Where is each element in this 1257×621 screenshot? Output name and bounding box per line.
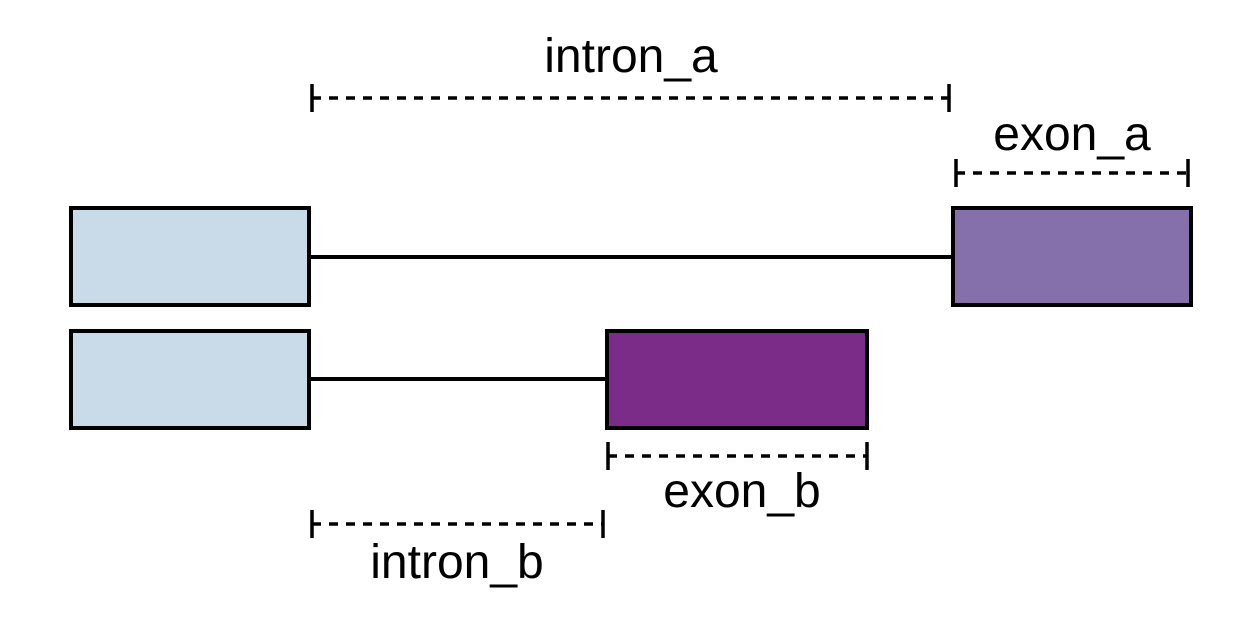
- exon-b-label: exon_b: [663, 465, 820, 518]
- intron-b-label: intron_b: [370, 536, 543, 589]
- intron-a-label: intron_a: [544, 30, 718, 83]
- exon-a-span: exon_a: [954, 108, 1190, 187]
- exon-a-label: exon_a: [993, 108, 1151, 161]
- exon-b-span: exon_b: [606, 442, 869, 518]
- exon-a-box: [951, 206, 1193, 307]
- transcript-b: [69, 329, 869, 430]
- upstream-exon-a: [69, 206, 311, 307]
- intron-a-span: intron_a: [310, 30, 951, 112]
- upstream-exon-b: [69, 329, 311, 430]
- transcript-a: [69, 206, 1193, 307]
- exon-b-box: [605, 329, 869, 430]
- intron-b-span: intron_b: [310, 510, 605, 589]
